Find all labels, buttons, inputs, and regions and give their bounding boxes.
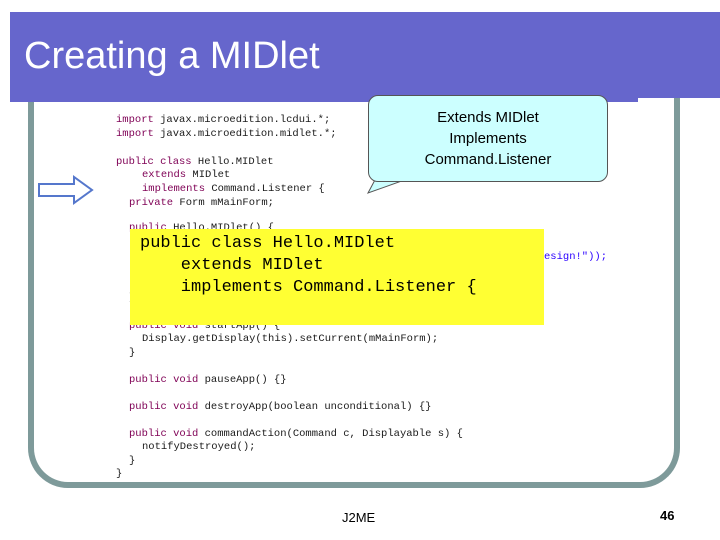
callout-bubble: Extends MIDlet Implements Command.Listen… xyxy=(368,95,608,182)
highlight-line: extends MIDlet xyxy=(140,256,324,275)
page-number: 46 xyxy=(660,508,675,523)
code-line: import javax.microedition.midlet.*; xyxy=(116,128,337,140)
callout-line: Command.Listener xyxy=(424,151,552,168)
right-arrow-icon xyxy=(38,175,94,205)
highlight-line: implements Command.Listener { xyxy=(140,278,477,297)
code-line: public void destroyApp(boolean unconditi… xyxy=(129,401,432,413)
code-line: public void commandAction(Command c, Dis… xyxy=(129,428,463,440)
code-line: } xyxy=(116,468,123,480)
slide-title: Creating a MIDlet xyxy=(24,35,320,77)
title-underline xyxy=(10,98,638,102)
code-line: implements Command.Listener { xyxy=(142,183,325,195)
code-line: notifyDestroyed(); xyxy=(142,441,256,453)
code-line: public void pauseApp() {} xyxy=(129,374,287,386)
code-line: } xyxy=(129,347,136,359)
highlight-line: public class Hello.MIDlet xyxy=(140,234,396,253)
slide-frame xyxy=(28,48,680,488)
code-line: } xyxy=(129,455,136,467)
title-bar xyxy=(10,12,720,98)
code-line: Display.getDisplay(this).setCurrent(mMai… xyxy=(142,333,439,345)
code-line: extends MIDlet xyxy=(142,169,231,181)
code-line: esign!")); xyxy=(544,251,608,263)
slide-footer: J2ME xyxy=(342,510,376,525)
code-line: private Form mMainForm; xyxy=(129,197,274,209)
code-line: public class Hello.MIDlet xyxy=(116,156,274,168)
code-line: import javax.microedition.lcdui.*; xyxy=(116,114,331,126)
callout-line: Extends MIDlet xyxy=(437,109,539,126)
code-highlight-box: public class Hello.MIDlet extends MIDlet… xyxy=(130,229,544,325)
callout-line: Implements xyxy=(449,130,527,147)
